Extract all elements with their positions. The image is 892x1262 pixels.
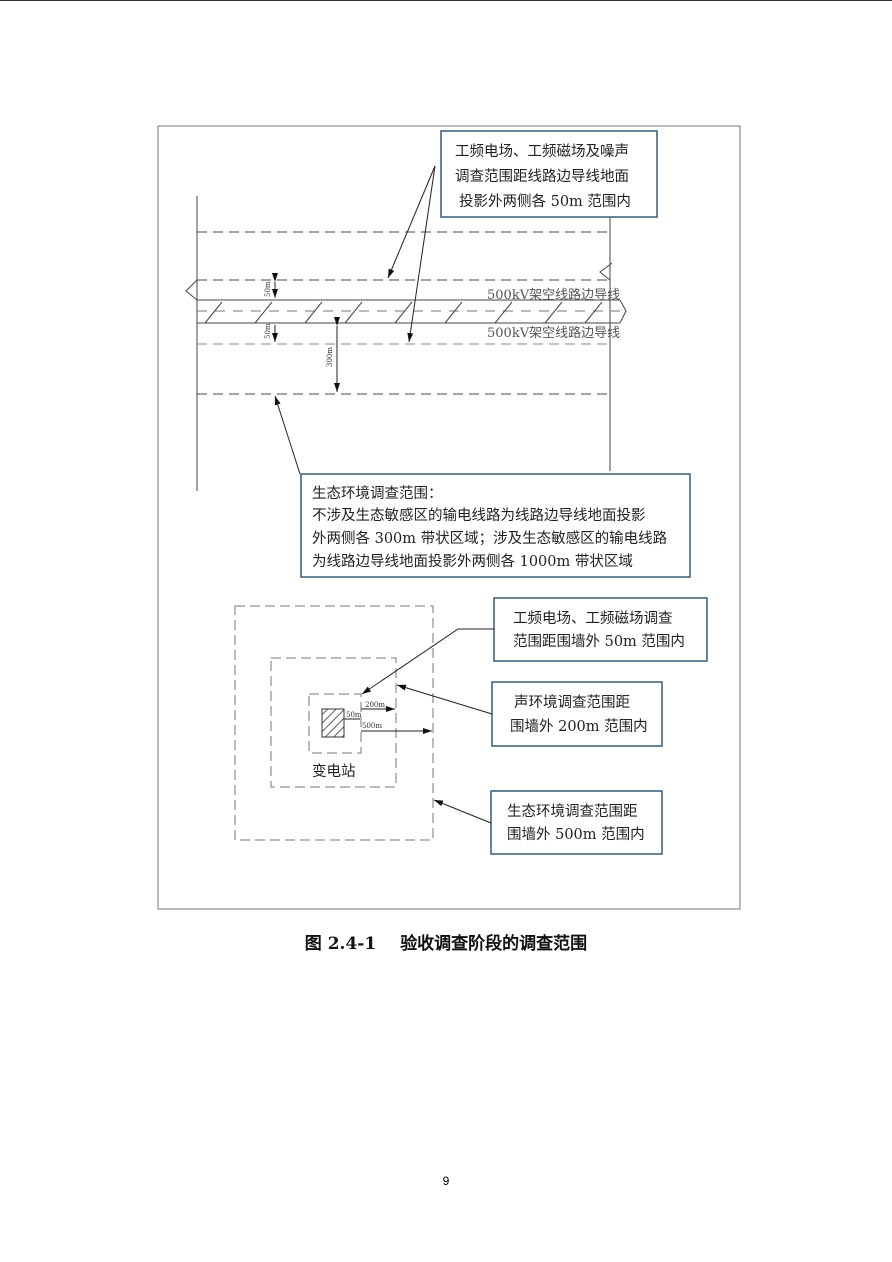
page-number: 9 bbox=[442, 1174, 450, 1188]
callout-text: 声环境调查范围距 bbox=[514, 693, 630, 711]
line-em-callout-box bbox=[440, 130, 658, 218]
conductor-label-top: 500kV架空线路边导线 bbox=[487, 287, 620, 303]
callout-text: 生态环境调查范围： bbox=[312, 484, 443, 502]
sub-em-callout-box bbox=[493, 597, 708, 662]
corridor-hatching bbox=[204, 301, 603, 324]
callout-text: 为线路边导线地面投影外两侧各 1000m 带状区域 bbox=[312, 553, 633, 570]
callout-text: 工频电场、工频磁场及噪声 bbox=[455, 142, 629, 160]
callout-text: 生态环境调查范围距 bbox=[507, 802, 638, 820]
caption-number: 图 2.4-1 bbox=[304, 934, 377, 954]
substation-ranges bbox=[234, 605, 434, 841]
substation-building bbox=[321, 708, 345, 738]
callout-text: 外两侧各 300m 带状区域；涉及生态敏感区的输电线路 bbox=[312, 530, 668, 547]
callout-text: 投影外两侧各 50m 范围内 bbox=[459, 193, 631, 210]
conductor-label-bottom: 500kV架空线路边导线 bbox=[487, 325, 620, 341]
line-eco-callout-box bbox=[300, 473, 691, 578]
dim-50m-label: 50m bbox=[346, 711, 362, 719]
dimension-arrows bbox=[272, 273, 340, 392]
callout-text: 不涉及生态敏感区的输电线路为线路边导线地面投影 bbox=[312, 507, 646, 524]
callout-text: 围墙外 500m 范围内 bbox=[507, 826, 645, 843]
dim-50m-label: 50m bbox=[264, 281, 272, 297]
figure-caption: 图 2.4-1 验收调查阶段的调查范围 bbox=[0, 929, 892, 954]
dim-50m-label: 50m bbox=[264, 323, 272, 339]
dim-500m-label: 500m bbox=[362, 722, 382, 730]
sub-noise-callout-box bbox=[491, 681, 663, 747]
callout-text: 范围距围墙外 50m 范围内 bbox=[513, 633, 685, 650]
figure-frame bbox=[157, 125, 741, 910]
caption-title: 验收调查阶段的调查范围 bbox=[400, 934, 588, 954]
callout-text: 工频电场、工频磁场调查 bbox=[513, 610, 673, 627]
dim-300m-label: 300m bbox=[326, 347, 334, 367]
line-corridor bbox=[185, 196, 627, 491]
dim-200m-label: 200m bbox=[365, 701, 385, 709]
substation-label: 变电站 bbox=[312, 763, 356, 780]
callout-text: 调查范围距线路边导线地面 bbox=[455, 168, 629, 185]
sub-eco-callout-box bbox=[490, 790, 663, 855]
callout-text: 围墙外 200m 范围内 bbox=[510, 718, 648, 735]
